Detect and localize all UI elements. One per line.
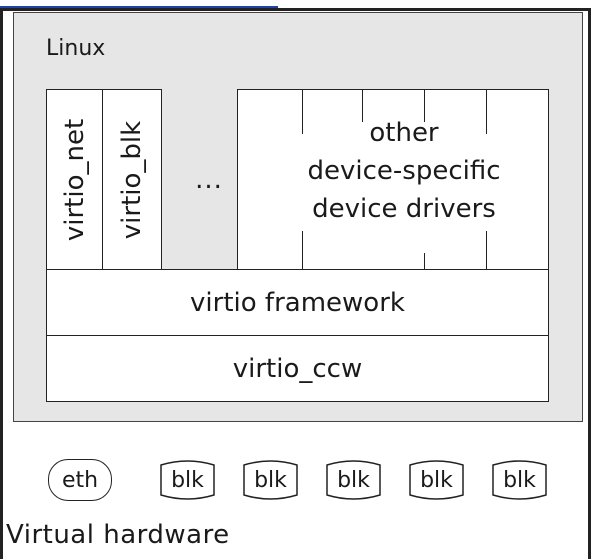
virtio-blk-label: virtio_blk: [117, 120, 147, 239]
divider-tick: [486, 231, 487, 269]
disk-icon: [326, 460, 381, 500]
other-drivers-box: other device-specific device drivers: [237, 89, 549, 270]
divider-tick: [302, 231, 303, 269]
blk-disk: blk: [243, 459, 298, 501]
virtio-net-driver: virtio_net: [46, 89, 103, 270]
other-drivers-text: other device-specific device drivers: [238, 114, 548, 228]
divider-tick: [302, 90, 303, 134]
virtio-framework-label: virtio framework: [190, 287, 405, 318]
disk-icon: [160, 460, 215, 500]
more-drivers-ellipsis: ...: [195, 165, 223, 195]
blk-disk: blk: [492, 459, 547, 501]
linux-label: Linux: [46, 36, 106, 61]
virtio-blk-driver: virtio_blk: [102, 89, 162, 270]
blk-disk: blk: [326, 459, 381, 501]
divider-tick: [486, 90, 487, 134]
blk-label: blk: [337, 468, 370, 493]
virtio-net-label: virtio_net: [59, 118, 90, 241]
blk-disk: blk: [160, 459, 215, 501]
diagram-frame: [0, 8, 591, 559]
divider-tick: [424, 253, 425, 269]
blk-label: blk: [171, 468, 204, 493]
other-line-1: other: [369, 118, 439, 148]
blk-disk: blk: [409, 459, 464, 501]
blk-label: blk: [420, 468, 453, 493]
eth-device: eth: [48, 459, 112, 501]
virtio-ccw-label: virtio_ccw: [232, 353, 363, 384]
other-line-3: device drivers: [312, 194, 496, 224]
other-line-2: device-specific: [307, 156, 501, 186]
virtual-hardware-label: Virtual hardware: [6, 520, 230, 550]
blk-label: blk: [503, 468, 536, 493]
blk-label: blk: [254, 468, 287, 493]
disk-icon: [409, 460, 464, 500]
virtio-framework-layer: virtio framework: [46, 269, 549, 336]
divider-tick: [424, 90, 425, 122]
virtio-ccw-layer: virtio_ccw: [46, 335, 549, 402]
disk-icon: [243, 460, 298, 500]
disk-icon: [492, 460, 547, 500]
eth-label: eth: [61, 467, 99, 493]
top-link-underline[interactable]: [0, 0, 278, 8]
divider-tick: [362, 90, 363, 122]
